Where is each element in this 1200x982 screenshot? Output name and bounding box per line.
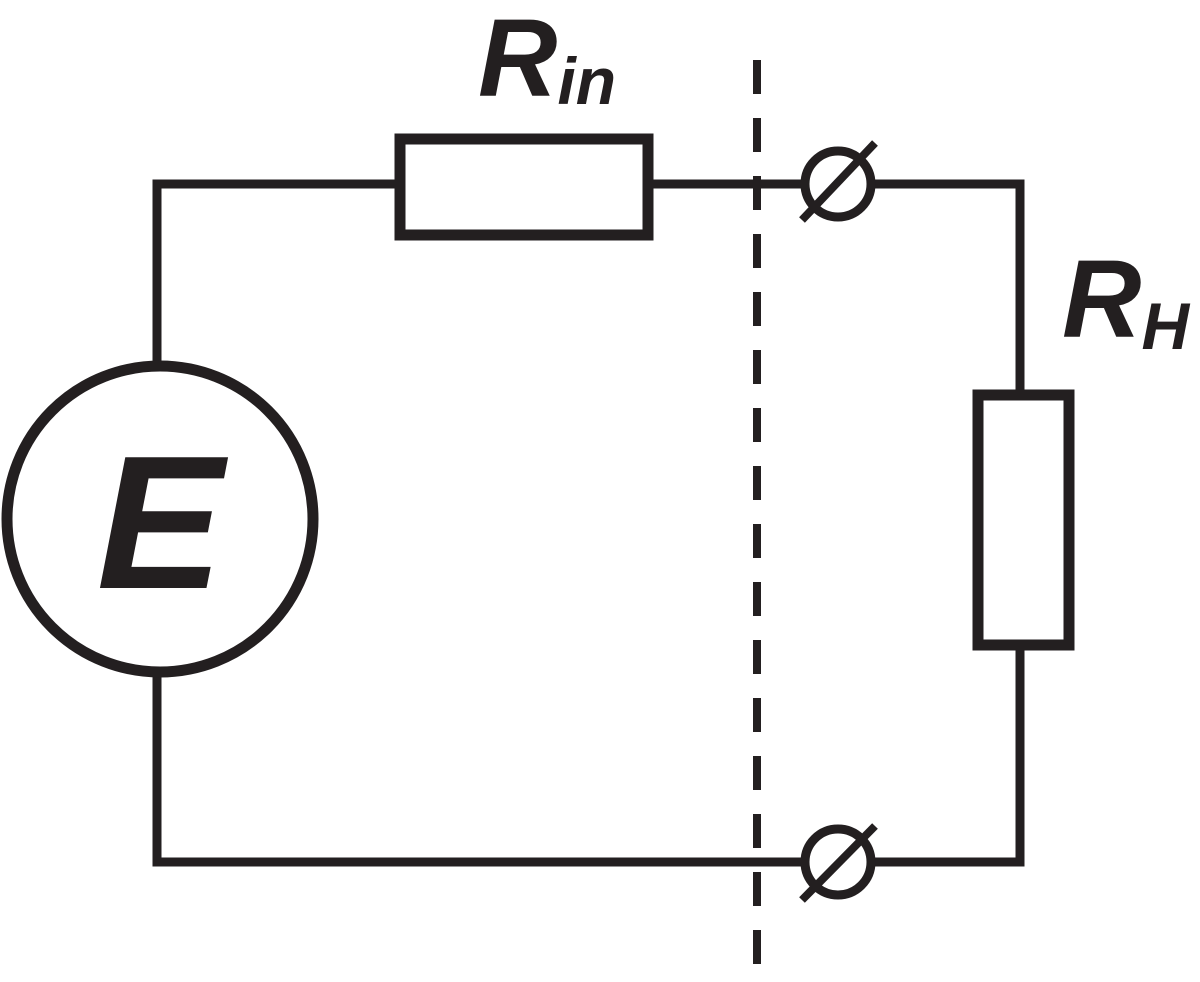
bottom-wire (152, 676, 805, 867)
internal-resistor-label: Rin (478, 0, 616, 120)
top-right-wire (872, 179, 1025, 395)
terminal-bottom-slash (799, 823, 878, 903)
internal-resistor-label-main: R (478, 0, 557, 120)
load-resistor-label: RH (1062, 238, 1190, 363)
load-resistor (972, 389, 1075, 651)
terminal-top-slash (799, 140, 878, 223)
internal-resistor (394, 133, 654, 241)
internal-resistor-label-sub: in (557, 44, 616, 118)
right-lower-wire (872, 645, 1025, 867)
terminal-top (799, 140, 878, 223)
top-left-wire (152, 179, 400, 362)
load-resistor-label-sub: H (1141, 289, 1190, 363)
voltage-source (1, 360, 319, 678)
terminal-bottom (799, 823, 878, 903)
source-label: E (97, 417, 229, 629)
circuit-wires (152, 179, 1025, 867)
load-resistor-label-main: R (1062, 238, 1141, 361)
